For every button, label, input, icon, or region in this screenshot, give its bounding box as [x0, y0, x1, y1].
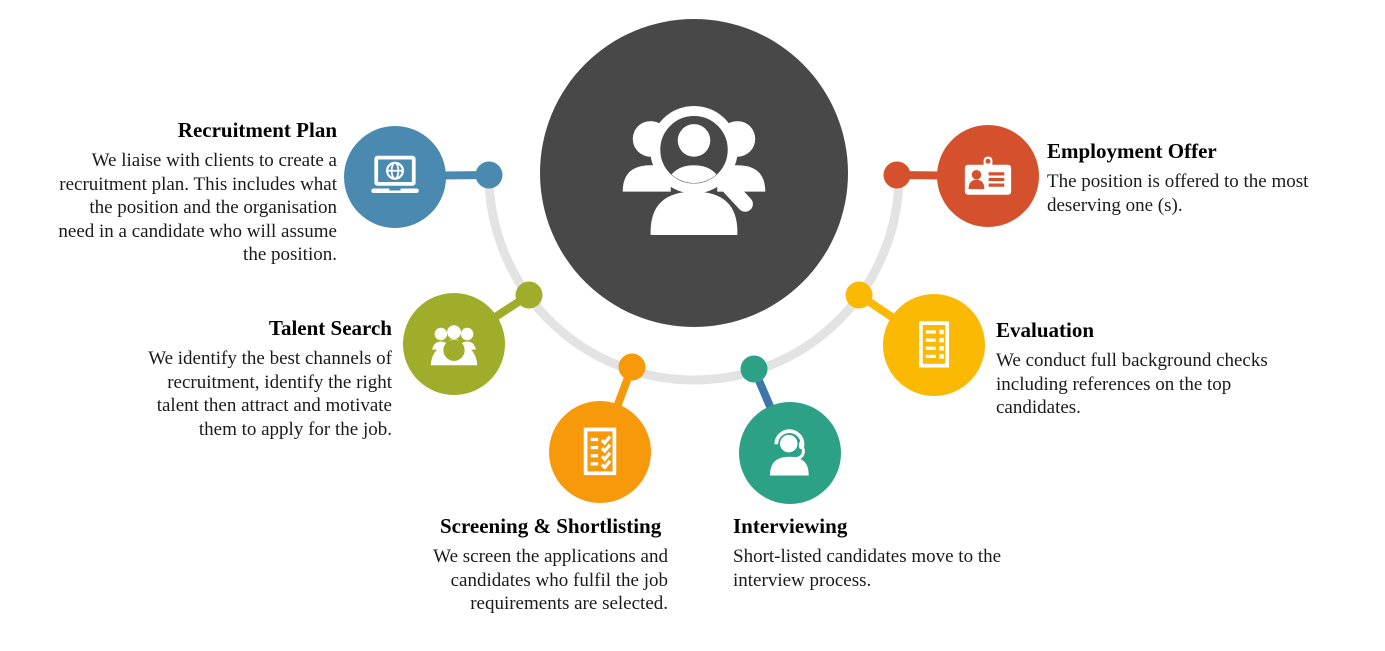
step-description: We screen the applications and candidate… [433, 546, 668, 615]
text-block-interviewing: Interviewing Short-listed candidates mov… [733, 514, 1001, 592]
checklist-icon [583, 427, 617, 476]
step-title: Employment Offer [1047, 139, 1217, 163]
connector-dot-evaluation [845, 281, 873, 309]
text-block-talent-search: Talent Search We identify the best chann… [148, 316, 392, 441]
laptop-globe-icon [371, 155, 419, 193]
step-description: We conduct full background checks includ… [996, 350, 1268, 419]
base-arc [484, 174, 904, 385]
circle-screening-shortlisting [549, 401, 651, 503]
step-title: Talent Search [268, 316, 392, 340]
text-block-screening-shortlisting: Screening & Shortlisting We screen the a… [433, 514, 668, 616]
text-block-recruitment-plan: Recruitment Plan We liaise with clients … [58, 118, 337, 267]
center-circle [540, 19, 848, 327]
connector-dot-recruitment-plan [475, 161, 503, 189]
connector-dot-talent-search [515, 281, 543, 309]
connector-dot-employment-offer [883, 161, 911, 189]
people-search-icon [622, 105, 766, 235]
circle-recruitment-plan [344, 126, 446, 228]
step-description: The position is offered to the most dese… [1047, 171, 1309, 216]
connector-dot-interviewing [740, 355, 768, 383]
step-title: Screening & Shortlisting [439, 514, 662, 538]
step-description: We liaise with clients to create a recru… [58, 150, 337, 266]
step-title: Evaluation [996, 318, 1095, 342]
step-description: Short-listed candidates move to the inte… [733, 546, 1002, 591]
audience-icon [430, 325, 478, 366]
step-title: Interviewing [733, 514, 848, 538]
circle-talent-search [403, 293, 505, 395]
id-card-icon [964, 156, 1012, 195]
circle-interviewing [739, 402, 841, 504]
circle-employment-offer [937, 125, 1039, 227]
step-title: Recruitment Plan [177, 118, 337, 142]
headset-person-icon [770, 429, 809, 476]
form-document-icon [919, 321, 949, 368]
text-block-evaluation: Evaluation We conduct full background ch… [996, 318, 1268, 420]
circle-evaluation [883, 294, 985, 396]
text-block-employment-offer: Employment Offer The position is offered… [1047, 139, 1308, 217]
connector-dot-screening-shortlisting [618, 353, 646, 381]
step-description: We identify the best channels of recruit… [148, 348, 392, 440]
